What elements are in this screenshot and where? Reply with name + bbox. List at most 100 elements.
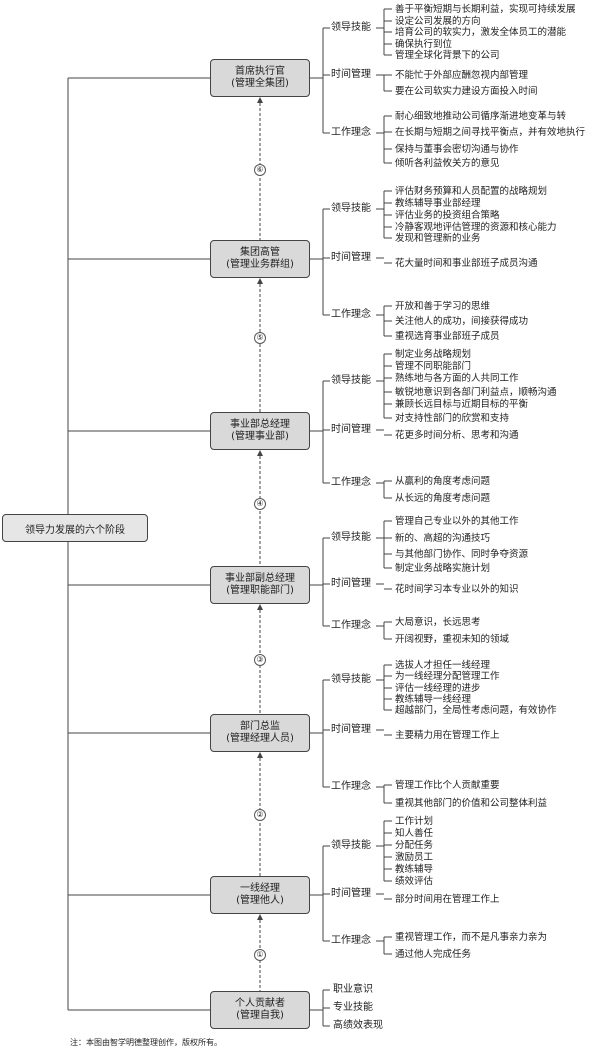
item-values: 从赢利的角度考虑问题 [395, 476, 491, 487]
stage-box-department-director: 部门总监(管理经理人员) [210, 714, 310, 752]
category-label-time: 时间管理 [330, 69, 372, 81]
item-time: 花更多时间分析、思考和沟通 [395, 430, 519, 441]
stage-number-badge: ⑥ [254, 164, 266, 176]
item-skills: 教练辅导一线经理 [395, 694, 472, 705]
item-skills: 工作计划 [395, 816, 434, 827]
item-skills: 评估业务的投资组合策略 [395, 210, 500, 221]
stage-number-badge: ② [254, 809, 266, 821]
category-label-values: 工作理念 [330, 309, 372, 321]
item-skills: 评估财务预算和人员配置的战略规划 [395, 186, 548, 197]
item-values: 倾听各利益攸关方的意见 [395, 158, 500, 169]
stage-box-first-line-manager: 一线经理(管理他人) [210, 876, 310, 914]
category-label-skills: 领导技能 [330, 22, 372, 34]
item-skills: 兼顾长远目标与近期目标的平衡 [395, 399, 529, 410]
progression-arrow [257, 752, 263, 758]
item-skills: 发现和管理新的业务 [395, 233, 481, 244]
item-values: 开放和善于学习的思维 [395, 301, 491, 312]
progression-arrow [257, 914, 263, 920]
stage-title: 一线经理 [240, 883, 280, 894]
category-label-values: 工作理念 [330, 477, 372, 489]
stage-box-group-executive: 集团高管(管理业务群组) [210, 240, 310, 278]
stage-subtitle: (管理事业部) [231, 431, 289, 442]
contributor-item: 专业技能 [332, 1002, 374, 1014]
stage-title: 个人贡献者 [235, 998, 285, 1009]
item-skills: 制定业务战略规划 [395, 349, 472, 360]
stage-subtitle: (管理自我) [236, 1010, 284, 1021]
item-values: 开阔视野，重视未知的领域 [395, 634, 510, 645]
item-skills: 对支持性部门的欣赏和支持 [395, 413, 510, 424]
progression-arrow [257, 97, 263, 103]
item-skills: 知人善任 [395, 828, 434, 839]
category-label-skills: 领导技能 [330, 375, 372, 387]
stage-box-deputy-gm: 事业部副总经理(管理职能部门) [210, 566, 310, 604]
progression-arrow [257, 604, 263, 610]
progression-arrow [257, 450, 263, 456]
item-skills: 培育公司的软实力，激发全体员工的潜能 [395, 27, 567, 38]
item-skills: 敏锐地意识到各部门利益点，顺畅沟通 [395, 387, 557, 398]
item-time: 要在公司软实力建设方面投入时间 [395, 86, 538, 97]
stage-title: 部门总监 [240, 721, 280, 732]
stage-number-badge: ① [254, 949, 266, 961]
item-values: 在长期与短期之间寻找平衡点，并有效地执行 [395, 127, 586, 138]
stage-subtitle: (管理他人) [236, 895, 284, 906]
stage-number-badge: ④ [254, 498, 266, 510]
stage-number-badge: ⑤ [254, 332, 266, 344]
root-node: 领导力发展的六个阶段 [2, 514, 148, 542]
item-time: 不能忙于外部应酬忽视内部管理 [395, 70, 529, 81]
item-values: 管理工作比个人贡献重要 [395, 780, 500, 791]
category-label-time: 时间管理 [330, 252, 372, 264]
item-skills: 管理不同职能部门 [395, 361, 472, 372]
root-label: 领导力发展的六个阶段 [25, 524, 125, 536]
item-values: 保持与董事会密切沟通与协作 [395, 144, 519, 155]
item-values: 重视其他部门的价值和公司整体利益 [395, 798, 548, 809]
stage-box-individual-contributor: 个人贡献者(管理自我) [210, 991, 310, 1029]
category-label-time: 时间管理 [330, 724, 372, 736]
category-label-skills: 领导技能 [330, 674, 372, 686]
stage-box-ceo: 首席执行官(管理全集团) [210, 59, 310, 97]
contributor-item: 职业意识 [332, 984, 374, 996]
item-values: 大局意识，长远思考 [395, 617, 481, 628]
item-skills: 管理全球化背景下的公司 [395, 50, 500, 61]
category-label-time: 时间管理 [330, 888, 372, 900]
item-skills: 冷静客观地评估管理的资源和核心能力 [395, 222, 557, 233]
category-label-skills: 领导技能 [330, 840, 372, 852]
category-label-values: 工作理念 [330, 620, 372, 632]
item-values: 关注他人的成功，间接获得成功 [395, 316, 529, 327]
item-values: 重视管理工作，而不是凡事亲力亲为 [395, 932, 548, 943]
contributor-item: 高绩效表现 [332, 1020, 384, 1032]
item-skills: 设定公司发展的方向 [395, 16, 481, 27]
item-skills: 新的、高超的沟通技巧 [395, 533, 491, 544]
item-skills: 管理自己专业以外的其他工作 [395, 516, 519, 527]
progression-arrow [257, 278, 263, 284]
category-label-skills: 领导技能 [330, 532, 372, 544]
item-skills: 激励员工 [395, 852, 434, 863]
category-label-time: 时间管理 [330, 424, 372, 436]
item-skills: 熟练地与各方面的人共同工作 [395, 373, 519, 384]
item-values: 重视选育事业部班子成员 [395, 331, 500, 342]
stage-title: 事业部总经理 [230, 419, 290, 430]
stage-subtitle: (管理职能部门) [226, 585, 294, 596]
stage-subtitle: (管理业务群组) [226, 259, 294, 270]
item-skills: 超越部门，全局性考虑问题，有效协作 [395, 705, 557, 716]
item-skills: 选拔人才担任一线经理 [395, 660, 491, 671]
item-skills: 制定业务战略实施计划 [395, 563, 491, 574]
item-time: 花时间学习本专业以外的知识 [395, 584, 519, 595]
item-values: 耐心细致地推动公司循序渐进地变革与转 [395, 111, 567, 122]
item-values: 从长远的角度考虑问题 [395, 493, 491, 504]
item-skills: 与其他部门协作、同时争夺资源 [395, 549, 529, 560]
item-skills: 为一线经理分配管理工作 [395, 671, 500, 682]
stage-subtitle: (管理经理人员) [226, 733, 294, 744]
item-skills: 绩效评估 [395, 876, 434, 887]
item-values: 通过他人完成任务 [395, 949, 472, 960]
category-label-time: 时间管理 [330, 578, 372, 590]
item-skills: 善于平衡短期与长期利益，实现可持续发展 [395, 4, 576, 15]
item-time: 主要精力用在管理工作上 [395, 730, 500, 741]
item-skills: 评估一线经理的进步 [395, 683, 481, 694]
category-label-values: 工作理念 [330, 935, 372, 947]
footnote: 注：本图由智学明德整理创作，版权所有。 [70, 1038, 222, 1047]
item-skills: 分配任务 [395, 840, 434, 851]
category-label-values: 工作理念 [330, 127, 372, 139]
stage-box-business-gm: 事业部总经理(管理事业部) [210, 412, 310, 450]
